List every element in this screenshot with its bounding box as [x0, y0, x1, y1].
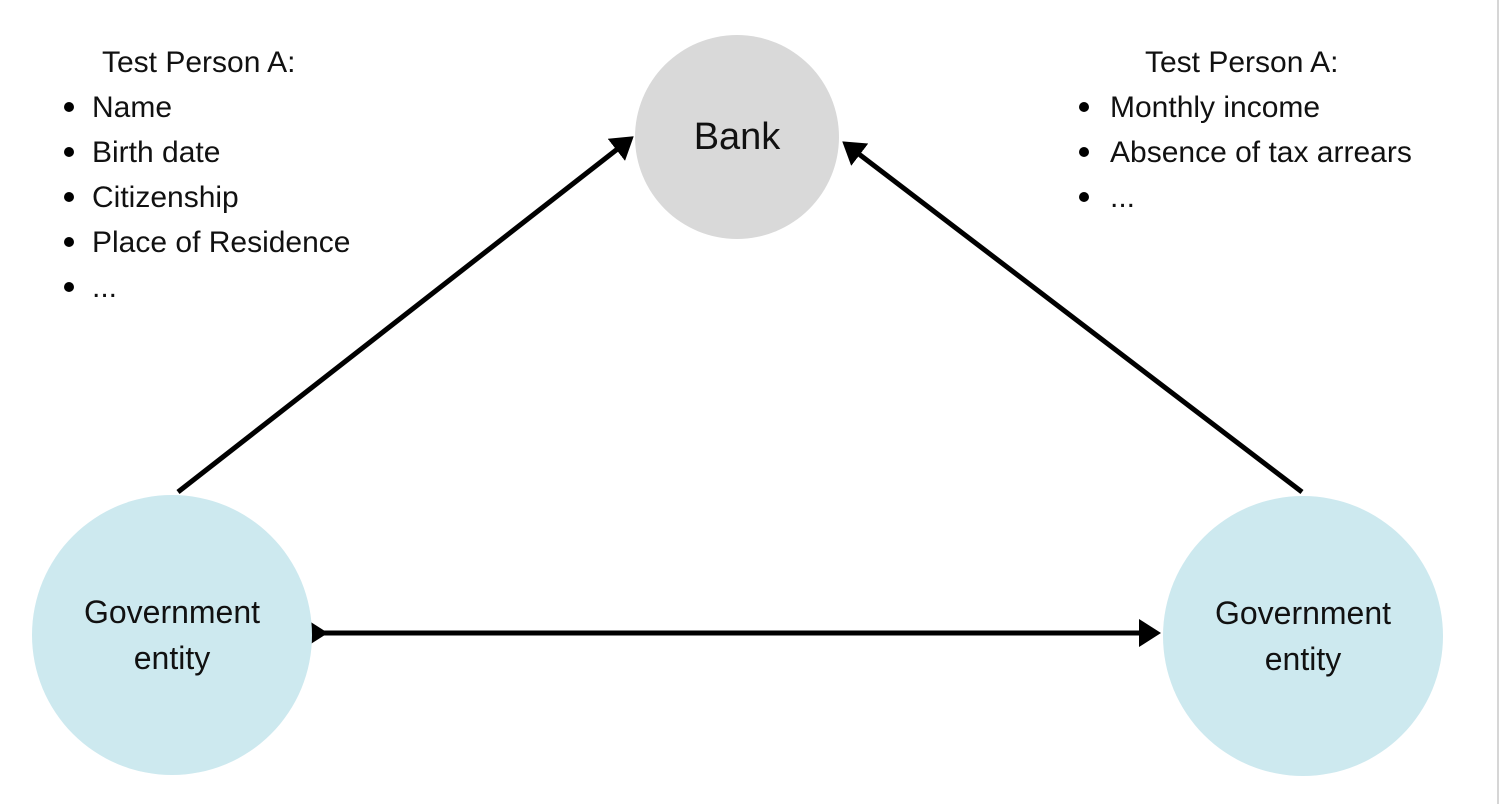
annotation-left-item: Place of Residence — [62, 220, 482, 265]
annotation-right-person-attributes: Test Person A: Monthly income Absence of… — [1077, 40, 1497, 220]
edge-govright-to-bank-arrow — [842, 141, 1304, 494]
window-edge-line — [1497, 0, 1499, 804]
annotation-right-list: Monthly income Absence of tax arrears ..… — [1077, 85, 1497, 220]
node-government-entity-left[interactable]: Government entity — [32, 495, 312, 775]
edge-govleft-to-bank-arrow — [176, 136, 634, 494]
annotation-left-item: ... — [62, 265, 482, 310]
annotation-right-item: Monthly income — [1077, 85, 1497, 130]
annotation-left-item: Citizenship — [62, 175, 482, 220]
annotation-left-item: Birth date — [62, 130, 482, 175]
annotation-left-title: Test Person A: — [102, 46, 296, 79]
node-government-entity-right-label: Government entity — [1214, 595, 1392, 677]
node-government-entity-left-label: Government entity — [83, 594, 261, 676]
annotation-left-item: Name — [62, 85, 482, 130]
annotation-right-item: Absence of tax arrears — [1077, 130, 1497, 175]
annotation-left-person-attributes: Test Person A: Name Birth date Citizensh… — [62, 40, 482, 310]
node-government-entity-right[interactable]: Government entity — [1163, 496, 1443, 776]
annotation-right-item: ... — [1077, 175, 1497, 220]
annotation-right-title: Test Person A: — [1145, 46, 1339, 79]
annotation-left-list: Name Birth date Citizenship Place of Res… — [62, 85, 482, 310]
node-bank[interactable]: Bank — [635, 35, 839, 239]
node-bank-label: Bank — [693, 115, 781, 158]
